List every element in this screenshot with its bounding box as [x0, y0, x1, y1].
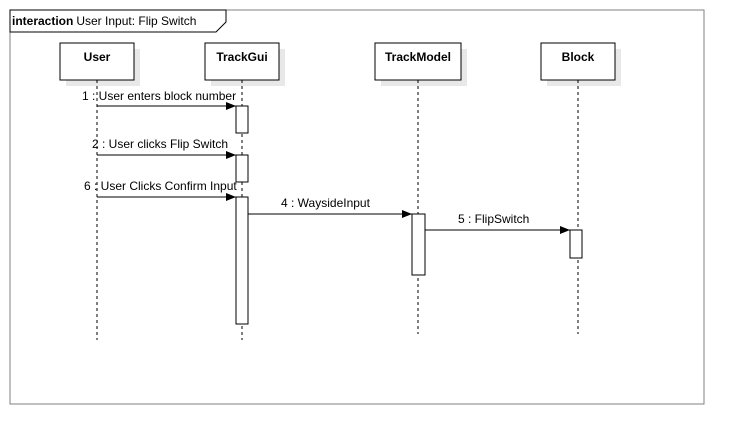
- interaction-frame: [9, 9, 705, 405]
- frame-keyword: interaction: [12, 14, 73, 28]
- lifeline-trackgui-box: [204, 42, 280, 81]
- message-2: 2 : User clicks Flip Switch: [92, 137, 236, 159]
- message-4-label: 4 : WaysideInput: [281, 196, 371, 210]
- activation-block: [569, 229, 583, 259]
- frame-title: User Input: Flip Switch: [76, 14, 196, 28]
- message-6: 6 : User Clicks Confirm Input: [84, 179, 237, 201]
- activation-trackgui-1: [235, 105, 249, 134]
- lifeline-trackgui-name: TrackGui: [216, 50, 267, 64]
- lifeline-block: Block: [540, 42, 621, 334]
- message-5: 5 : FlipSwitch: [425, 212, 570, 234]
- message-2-label: 2 : User clicks Flip Switch: [92, 137, 228, 151]
- activation-trackmodel: [411, 213, 426, 276]
- lifeline-trackmodel: TrackModel: [374, 42, 467, 334]
- message-1: 1 : User enters block number: [82, 89, 236, 110]
- lifeline-user: User: [59, 42, 140, 340]
- activation-trackgui-3: [235, 196, 249, 325]
- message-6-label: 6 : User Clicks Confirm Input: [84, 179, 237, 193]
- lifeline-trackmodel-name: TrackModel: [385, 50, 451, 64]
- lifeline-block-name: Block: [562, 50, 595, 64]
- activation-trackgui-2: [235, 154, 249, 183]
- frame-label-tab: [9, 9, 227, 33]
- message-5-label: 5 : FlipSwitch: [458, 212, 529, 226]
- lifeline-user-name: User: [84, 50, 111, 64]
- message-4: 4 : WaysideInput: [248, 196, 412, 218]
- message-1-label: 1 : User enters block number: [82, 89, 236, 103]
